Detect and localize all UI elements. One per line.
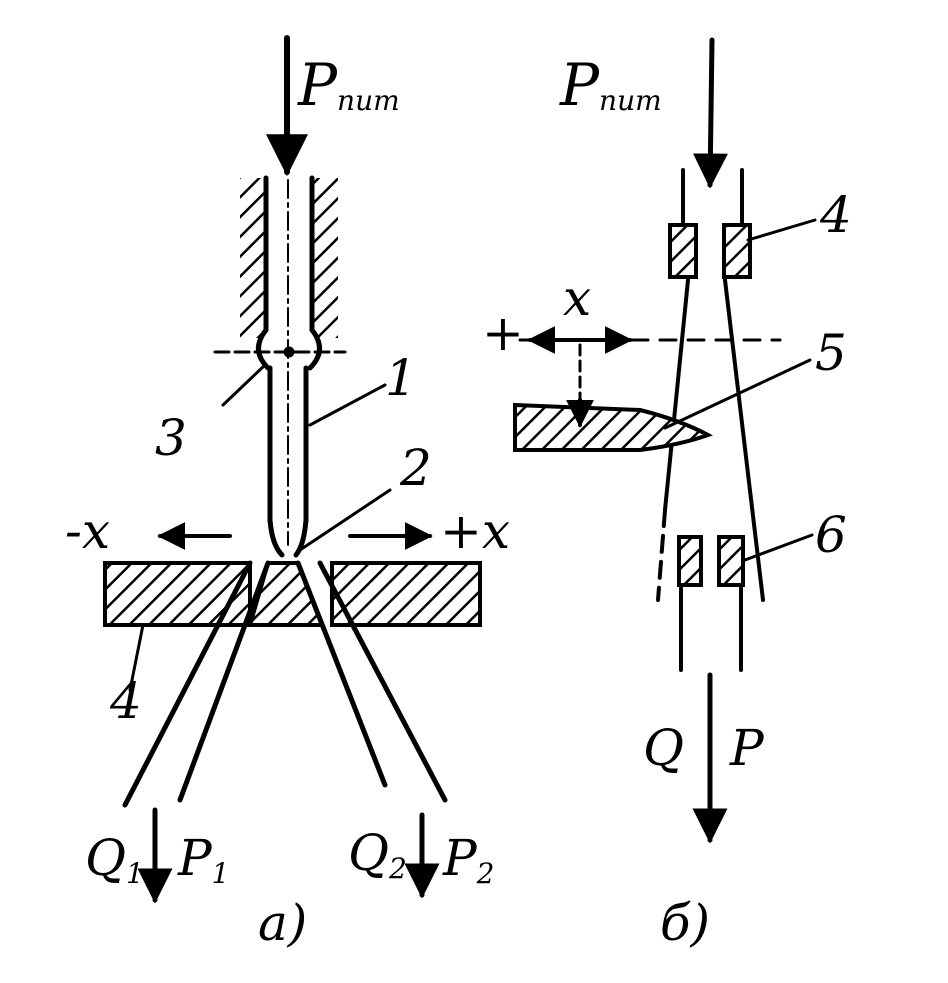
jet-cone-right [723, 278, 765, 602]
label-1: 1 [385, 349, 417, 407]
axis-plus-x: +x [440, 502, 510, 560]
housing-right-wall [312, 178, 338, 338]
out2-press-sub: 2 [476, 857, 495, 890]
supply-arrow-b [692, 37, 728, 189]
receiver-plate-left [103, 561, 252, 627]
caption-a: a) [258, 894, 307, 952]
axis-minus-x: -x [65, 502, 110, 560]
channel-1-outer [122, 560, 253, 808]
out2-press: P [442, 829, 478, 887]
supply-sub-b: пит [599, 84, 662, 117]
out-flow-b: Q [643, 719, 684, 777]
svg-text:Q1: Q1 [85, 829, 144, 890]
out1-flow-sub: 1 [126, 857, 144, 890]
out1-press-sub: 1 [212, 857, 230, 890]
svg-text:Pпит: Pпит [559, 51, 662, 119]
axis-x-b: x [563, 269, 591, 327]
upper-ring-left [668, 223, 698, 279]
supply-label-b: P [559, 51, 600, 119]
out2-flow-sub: 2 [388, 852, 407, 885]
supply-sub-a: пит [337, 84, 400, 117]
figure-b-labels: Pпит 4 5 6 x + Q P б) [482, 51, 852, 952]
out2-flow: Q [348, 824, 389, 882]
channel-1-inner [177, 560, 271, 803]
figure-a [103, 35, 482, 904]
label-4-a: 4 [109, 672, 142, 730]
svg-text:P2: P2 [442, 829, 494, 890]
label-6: 6 [815, 506, 847, 564]
figure-b [513, 37, 817, 844]
deflector-blade [513, 402, 713, 452]
channel-2-outer [317, 560, 448, 803]
axis-plus-b: + [482, 304, 524, 362]
lower-ring-left [677, 535, 703, 587]
label-4-b: 4 [819, 186, 852, 244]
caption-b: б) [660, 894, 710, 952]
jet-cone-left [663, 278, 690, 512]
label-5: 5 [815, 324, 847, 382]
supply-label-a: P [297, 51, 338, 119]
label-3: 3 [155, 409, 187, 467]
receiver-plate-right [330, 561, 482, 627]
svg-text:Pпит: Pпит [297, 51, 400, 119]
out1-flow: Q [85, 829, 126, 887]
out1-press: P [177, 829, 213, 887]
upper-ring-right [722, 223, 752, 279]
svg-text:Q2: Q2 [348, 824, 407, 885]
housing-left-wall [240, 178, 266, 338]
out-press-b: P [729, 719, 765, 777]
svg-text:P1: P1 [177, 829, 229, 890]
label-2: 2 [399, 439, 432, 497]
jet-pipe [267, 365, 309, 558]
channel-2-inner [295, 560, 388, 788]
lower-ring-right [717, 535, 745, 587]
figure-a-labels: Pпит 3 1 2 4 -x +x Q1 P1 Q2 P2 a) [65, 51, 510, 952]
jet-cone-left-dashed [656, 508, 667, 602]
